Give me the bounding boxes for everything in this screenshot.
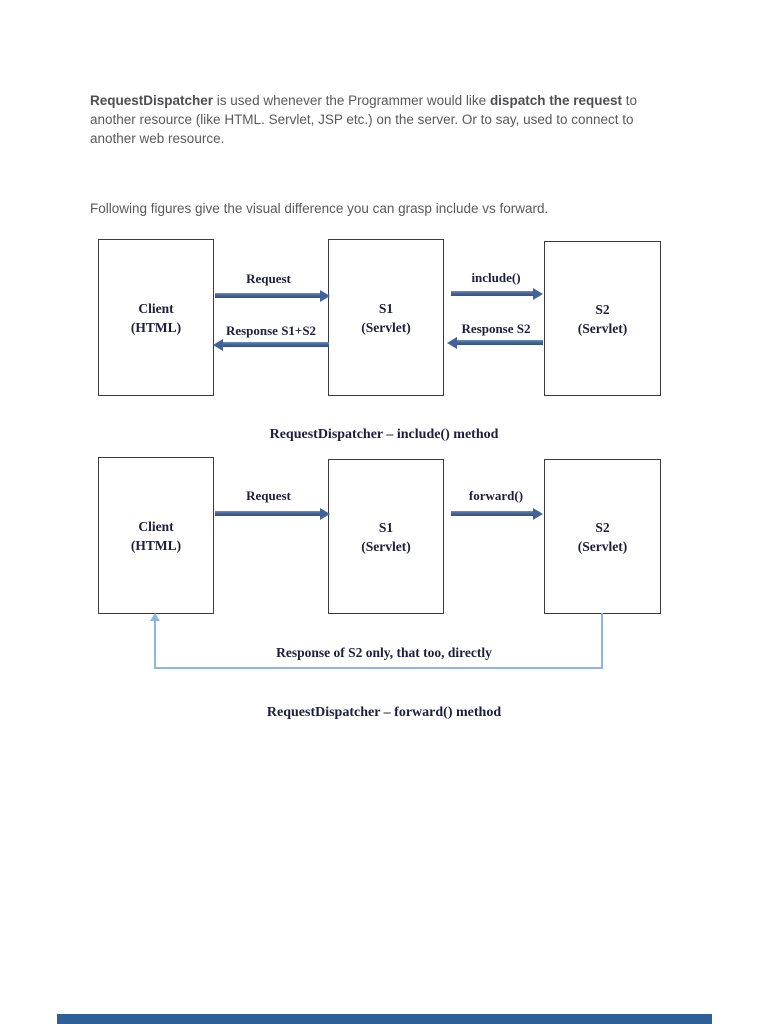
arrowhead-right-icon <box>533 287 543 300</box>
include-response-s2-label: Response S2 <box>461 321 531 336</box>
include-request-label: Request <box>246 271 291 286</box>
arrow-shaft <box>223 342 329 347</box>
include-caption: RequestDispatcher – include() method <box>269 427 499 442</box>
arrowhead-left-icon <box>447 336 457 349</box>
include-s2-line2: (Servlet) <box>577 320 628 336</box>
lead-paragraph: Following figures give the visual differ… <box>90 201 549 216</box>
feedback-line-left-vertical <box>154 621 156 669</box>
forward-call-label: forward() <box>468 488 524 503</box>
include-s2-box: S2 (Servlet) <box>544 241 661 396</box>
footer-bar <box>57 1014 712 1024</box>
forward-s2-line1: S2 <box>595 519 610 535</box>
feedback-arrowhead-up-icon <box>150 613 160 621</box>
forward-request-arrow-right-icon <box>215 507 330 520</box>
forward-s1-box: S1 (Servlet) <box>328 459 444 614</box>
forward-s2-line2: (Servlet) <box>577 538 628 554</box>
intro-text-2: to another resource (like HTML. Servlet,… <box>90 93 637 146</box>
include-s1-line2: (Servlet) <box>361 319 411 335</box>
arrow-shaft <box>457 340 543 345</box>
include-s2-label: S2 (Servlet) <box>578 300 627 338</box>
arrow-shaft <box>215 293 320 298</box>
forward-s1-line1: S1 <box>378 519 394 535</box>
include-s1-line1: S1 <box>378 300 394 316</box>
intro-bold-requestdispatcher: RequestDispatcher <box>90 93 214 108</box>
arrow-shaft <box>451 291 533 296</box>
include-s2-line1: S2 <box>595 301 610 317</box>
include-call-label: include() <box>471 270 521 285</box>
arrow-shaft <box>451 511 533 516</box>
forward-s1-line2: (Servlet) <box>361 538 411 554</box>
include-request-arrow-right-icon <box>215 289 330 302</box>
arrow-shaft <box>215 511 320 516</box>
arrowhead-right-icon <box>533 507 543 520</box>
forward-client-box: Client (HTML) <box>98 457 214 614</box>
forward-s1-label: S1 (Servlet) <box>361 518 410 556</box>
arrowhead-left-icon <box>213 338 223 351</box>
forward-client-line1: Client <box>138 518 174 534</box>
forward-client-line2: (HTML) <box>130 537 182 553</box>
intro-paragraph: RequestDispatcher is used whenever the P… <box>90 91 678 148</box>
intro-bold-dispatch: dispatch the request <box>489 93 622 108</box>
include-s1-label: S1 (Servlet) <box>361 299 410 337</box>
forward-caption: RequestDispatcher – forward() method <box>266 705 502 720</box>
feedback-label: Response of S2 only, that too, directly <box>276 645 492 660</box>
include-response-s1s2-label: Response S1+S2 <box>225 323 317 338</box>
include-client-label: Client (HTML) <box>131 299 181 337</box>
forward-s2-label: S2 (Servlet) <box>578 518 627 556</box>
feedback-line-horizontal <box>154 667 603 669</box>
forward-call-arrow-right-icon <box>451 507 543 520</box>
include-response-arrow-left-icon <box>213 338 329 351</box>
include-client-line2: (HTML) <box>130 319 182 335</box>
forward-s2-box: S2 (Servlet) <box>544 459 661 614</box>
arrowhead-right-icon <box>320 507 330 520</box>
include-s1-box: S1 (Servlet) <box>328 239 444 396</box>
include-client-line1: Client <box>138 300 174 316</box>
arrowhead-right-icon <box>320 289 330 302</box>
forward-request-label: Request <box>246 488 291 503</box>
forward-client-label: Client (HTML) <box>131 517 181 555</box>
intro-text-1: is used whenever the Programmer would li… <box>213 93 490 108</box>
include-call-arrow-right-icon <box>451 287 543 300</box>
feedback-line-right-vertical <box>601 613 603 669</box>
include-client-box: Client (HTML) <box>98 239 214 396</box>
include-response-s2-arrow-left-icon <box>447 336 543 349</box>
